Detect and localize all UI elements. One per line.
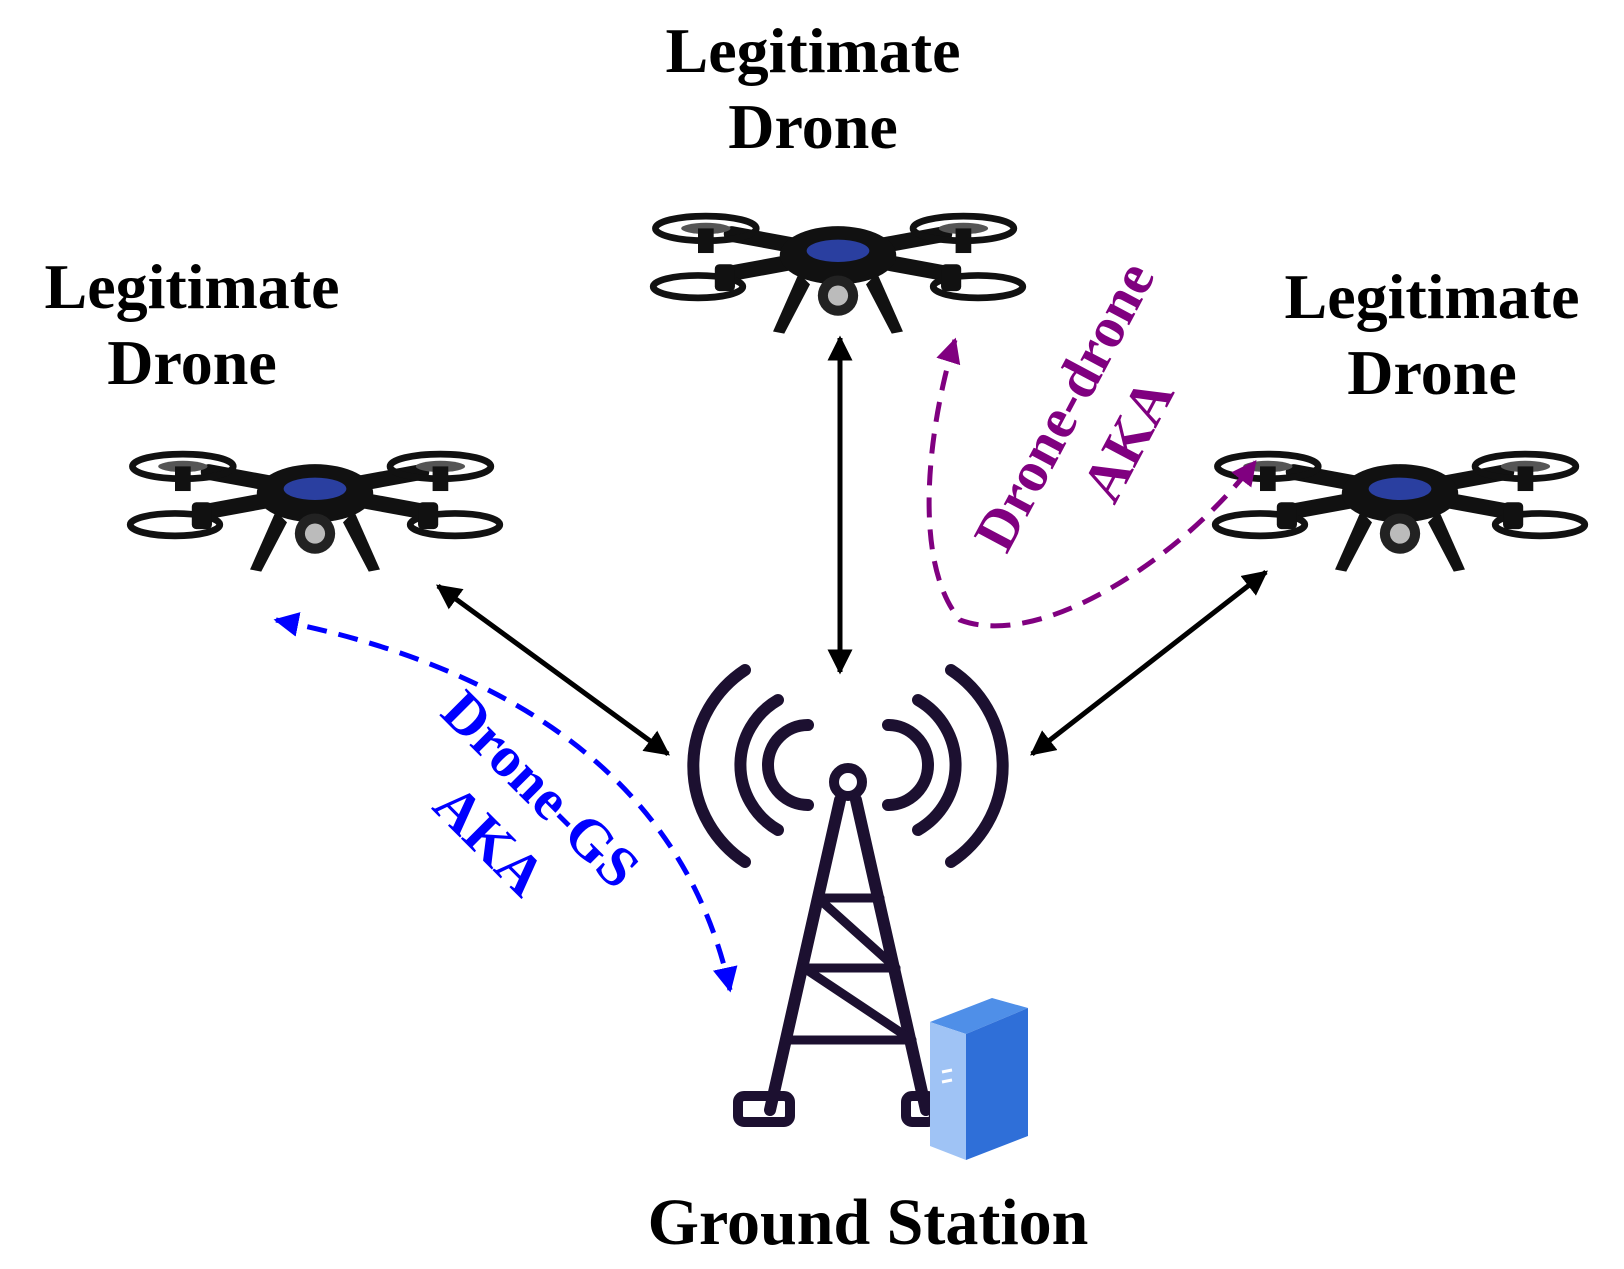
radio-tower-icon xyxy=(687,664,1009,1127)
drone-left-label-line1: Legitimate xyxy=(45,251,340,322)
link-right-gs-arrow xyxy=(1030,570,1268,756)
drone-left-icon xyxy=(130,454,500,572)
drone-right-label-line1: Legitimate xyxy=(1285,261,1580,332)
drone-gs-aka-arrow xyxy=(273,612,738,993)
drone-top-icon xyxy=(653,216,1023,334)
drone-left-label-line2: Drone xyxy=(107,327,276,398)
drone-top-label: Legitimate Drone xyxy=(666,15,961,162)
drone-right-label: Legitimate Drone xyxy=(1285,261,1580,408)
drone-drone-aka-arrow xyxy=(926,337,1257,629)
drone-top-label-line2: Drone xyxy=(728,91,897,162)
drone-left-label: Legitimate Drone xyxy=(45,251,340,398)
server-icon xyxy=(930,998,1028,1160)
drone-drone-aka-label: Drone-drone AKA xyxy=(961,251,1187,561)
drone-right-label-line2: Drone xyxy=(1347,337,1516,408)
drone-right-icon xyxy=(1215,454,1585,572)
drone-top-label-line1: Legitimate xyxy=(666,15,961,86)
drone-gs-aka-label: Drone-GS AKA xyxy=(421,678,652,909)
ground-station-label: Ground Station xyxy=(648,1186,1089,1259)
